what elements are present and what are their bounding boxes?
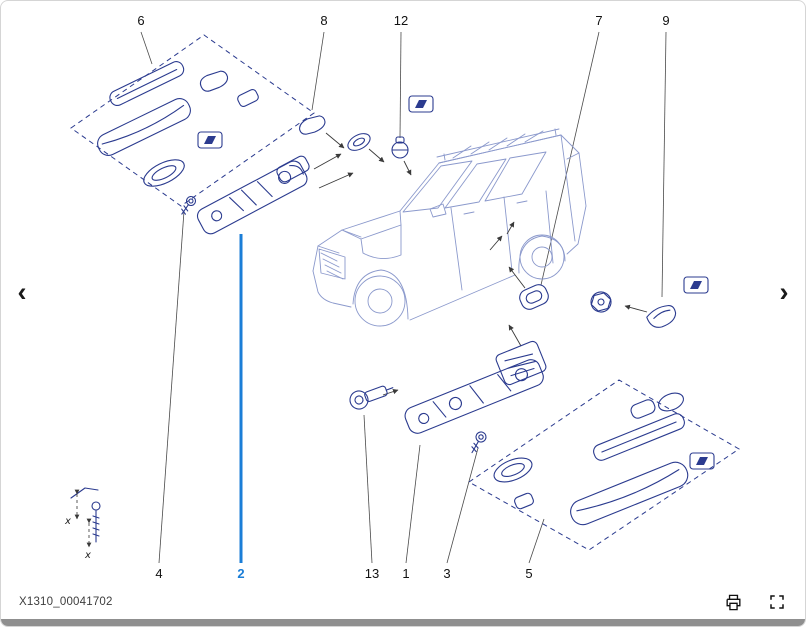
dimension-inset: x x <box>64 487 101 561</box>
group-boxes <box>70 34 740 551</box>
part-4-screw <box>181 195 197 215</box>
callout-7[interactable]: 7 <box>595 13 603 28</box>
fullscreen-icon <box>768 593 786 611</box>
print-icon <box>724 593 743 612</box>
callout-4[interactable]: 4 <box>155 566 163 581</box>
group-box-rear-handle <box>468 379 740 551</box>
clip-symbol <box>408 95 434 113</box>
part-8-covers <box>299 115 371 151</box>
part-7-gasket <box>519 284 549 310</box>
callout-9[interactable]: 9 <box>662 13 670 28</box>
front-handle-parts <box>97 61 259 187</box>
vehicle-illustration <box>312 128 587 327</box>
part-12-grommet <box>391 136 409 159</box>
callout-2-selected[interactable]: 2 <box>237 566 245 581</box>
clip-symbol <box>689 452 715 470</box>
callout-1[interactable]: 1 <box>402 566 410 581</box>
illustration-reference: X1310_00041702 <box>19 596 113 608</box>
previous-page-button[interactable]: ‹ <box>17 277 27 307</box>
status-bar-actions <box>723 592 787 612</box>
callout-8[interactable]: 8 <box>320 13 328 28</box>
group-box-front-handle <box>70 34 315 207</box>
inset-dimension-x2: x <box>84 550 91 561</box>
next-page-button[interactable]: › <box>779 277 789 307</box>
callout-5[interactable]: 5 <box>525 566 533 581</box>
leader-lines <box>140 31 667 564</box>
callout-6[interactable]: 6 <box>137 13 145 28</box>
assembly-arrows <box>313 132 648 396</box>
callout-12[interactable]: 12 <box>393 13 409 28</box>
rear-handle-parts <box>493 392 715 526</box>
fullscreen-button[interactable] <box>767 592 787 612</box>
part-13-lock-barrel <box>349 385 394 410</box>
inset-dimension-x1: x <box>64 516 71 527</box>
status-bar: X1310_00041702 <box>1 585 805 619</box>
part-3-screw <box>471 431 487 454</box>
clip-symbol <box>683 276 709 294</box>
clip-symbol <box>197 131 223 149</box>
part-2-bracket <box>196 155 310 235</box>
horizontal-scrollbar[interactable] <box>1 619 805 626</box>
callout-13[interactable]: 13 <box>364 566 380 581</box>
callout-3[interactable]: 3 <box>443 566 451 581</box>
part-1-bracket <box>404 340 547 434</box>
part-9-fasteners <box>590 276 709 328</box>
print-button[interactable] <box>723 592 743 612</box>
